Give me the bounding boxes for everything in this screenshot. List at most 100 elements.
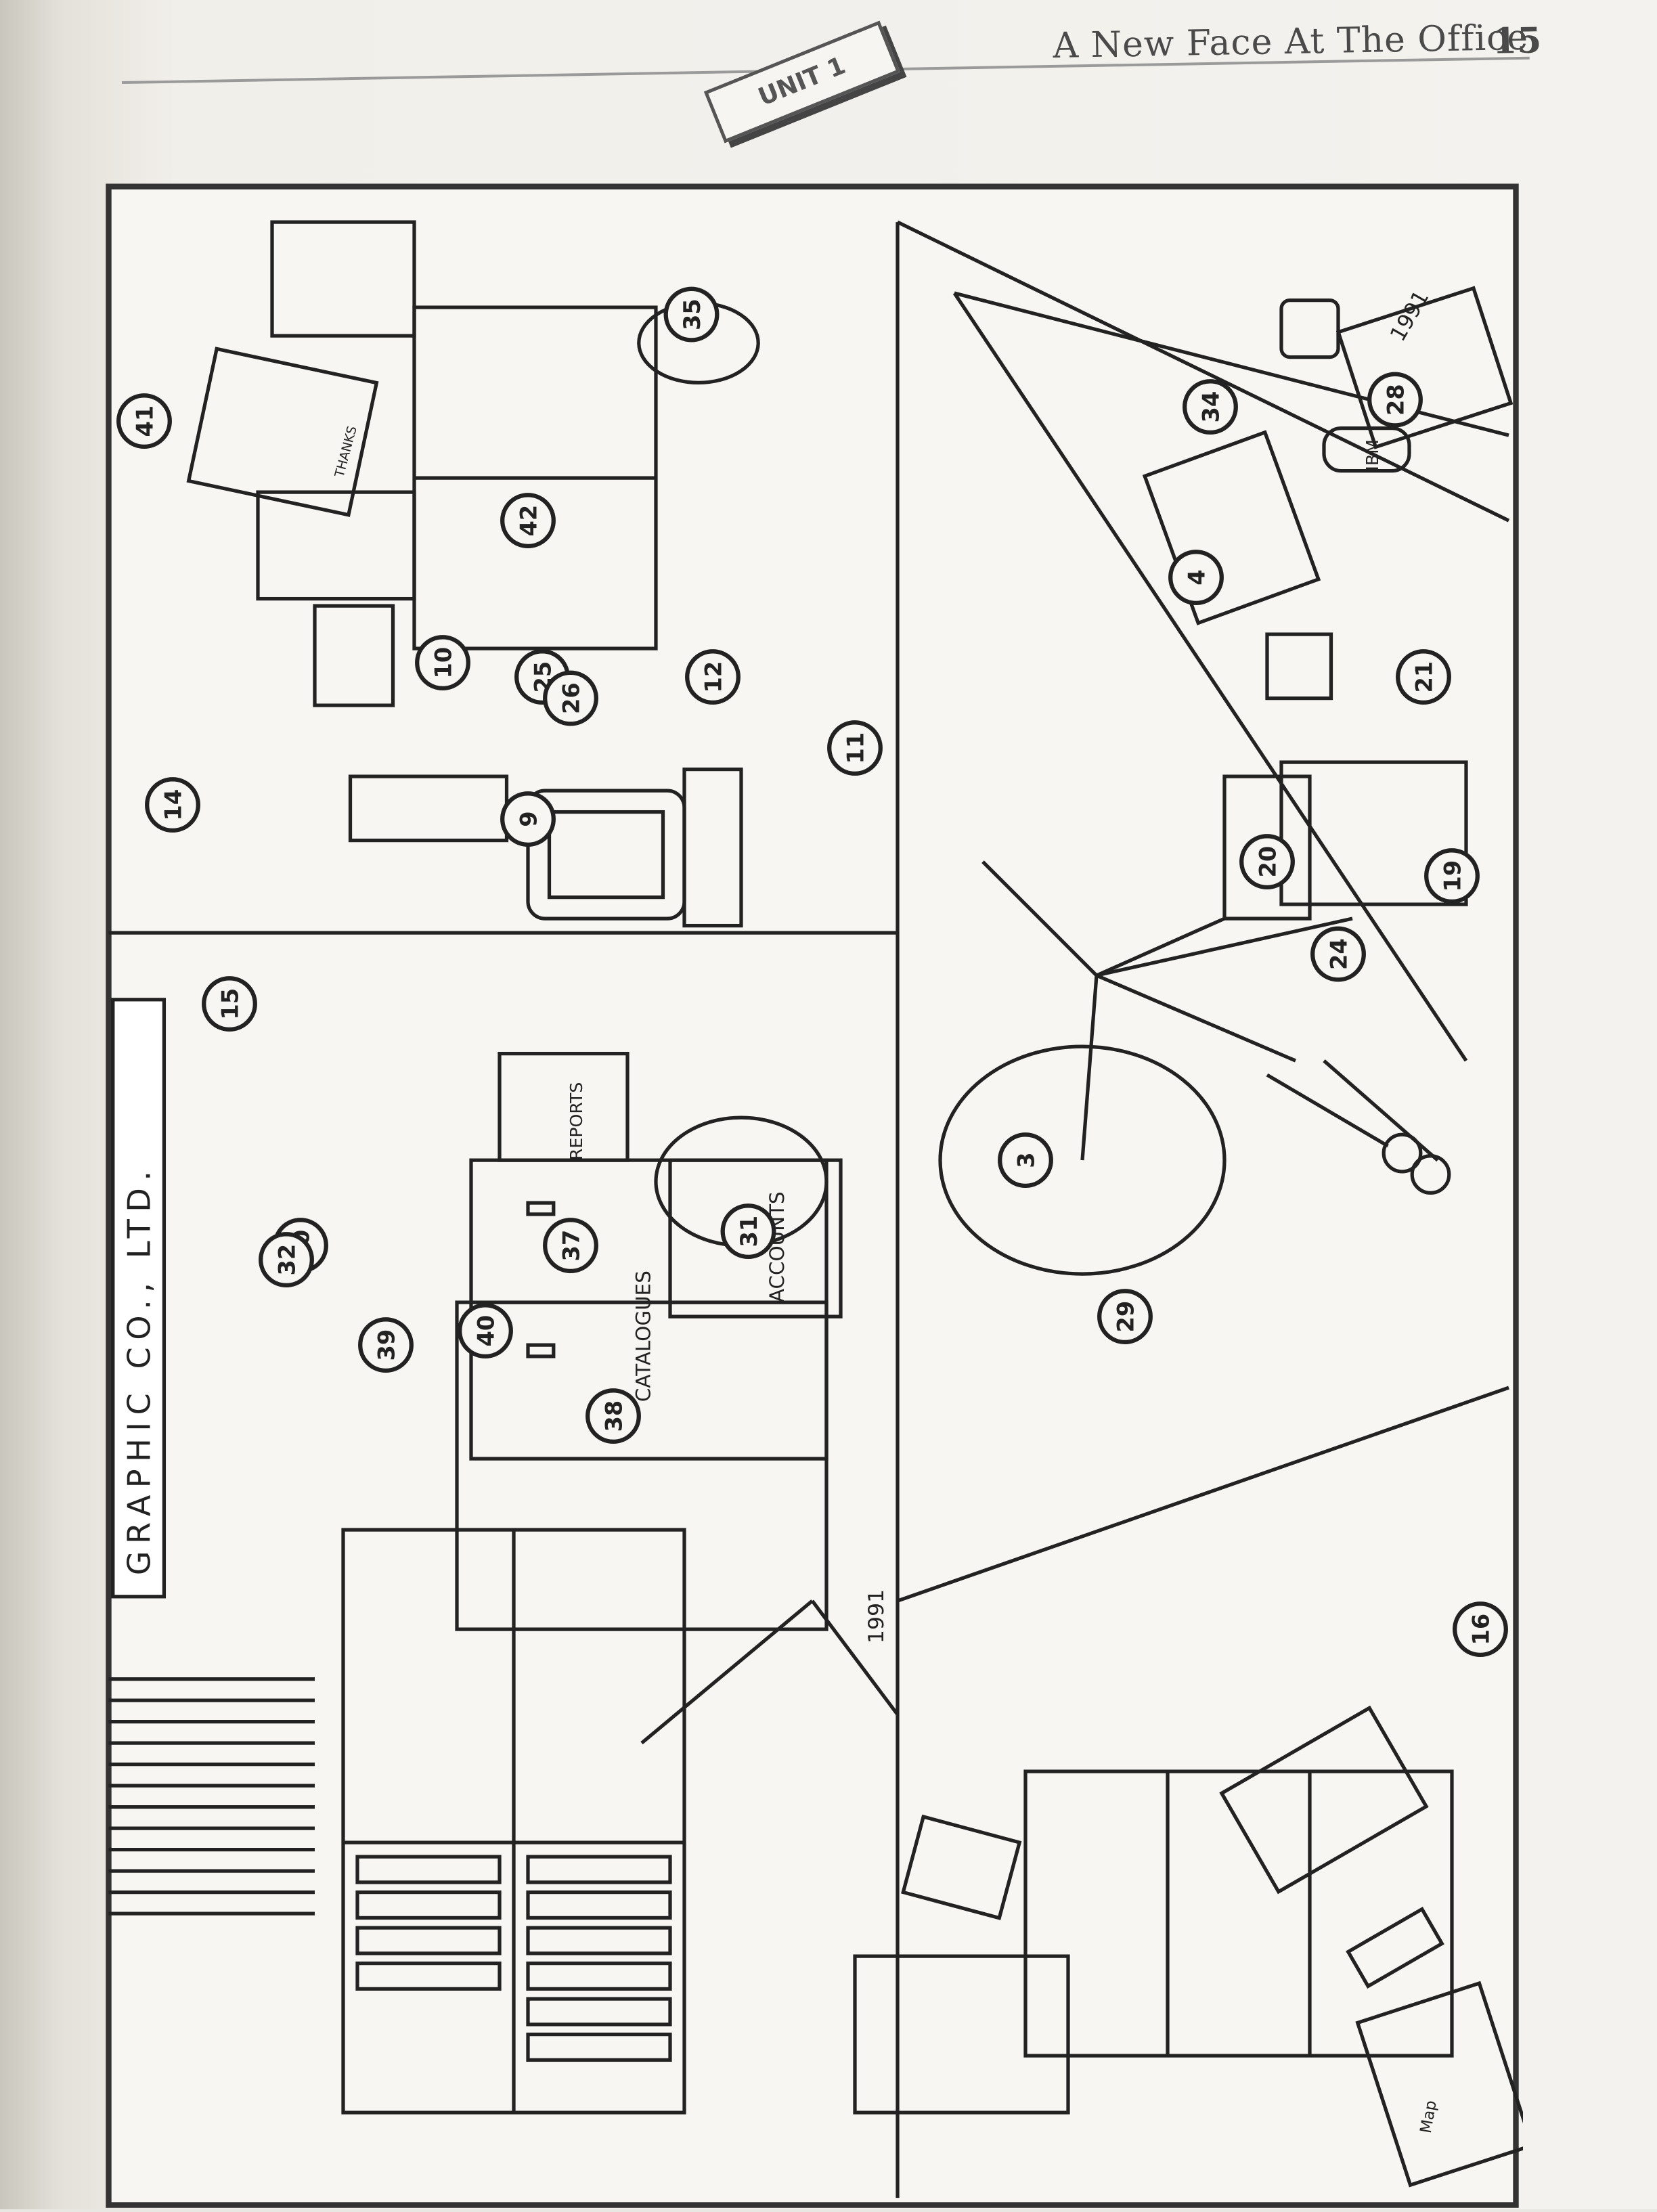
callout-circle [998,1132,1053,1189]
reports-label: REPORTS [567,1082,586,1160]
callout-number: 24 [1326,938,1352,970]
ibm-text: IBM [1363,439,1382,470]
callout-16: 16 [1453,1601,1508,1658]
callout-11: 11 [827,720,883,776]
callout-number: 41 [132,405,158,437]
window-blinds [108,1677,315,1916]
stapler [1346,1906,1444,1989]
callout-circle [259,1232,314,1288]
callout-number: 34 [1198,391,1224,423]
callout-number: 32 [274,1244,301,1276]
callout-circle [1097,1289,1153,1345]
callout-number: 37 [558,1230,585,1262]
typewriter [853,1954,1070,2115]
callout-21: 21 [1396,649,1451,705]
callout-number: 38 [601,1400,627,1432]
fax-machine [270,220,416,338]
document-papers [1279,760,1468,906]
reports-tray [498,1051,629,1162]
ibm-box [1322,426,1411,473]
scissors [1382,1132,1423,1174]
callout-15: 15 [202,976,257,1032]
callout-circle [1453,1601,1508,1658]
callout-41: 41 [116,393,172,449]
catalogues-label: CATALOGUES [632,1270,655,1402]
callout-12: 12 [685,649,741,705]
callout-number: 16 [1468,1614,1495,1645]
callout-10: 10 [415,635,470,691]
in-tray [1265,632,1333,701]
callout-circle [543,670,598,726]
callout-32: 32 [259,1232,314,1288]
callout-number: 20 [1255,846,1281,878]
callout-number: 31 [736,1216,762,1247]
callout-circle [1424,848,1480,904]
map-newspaper [1355,1981,1534,2188]
callout-number: 12 [701,661,727,693]
callout-number: 19 [1440,860,1466,892]
callout-14: 14 [145,777,200,833]
callout-19: 19 [1424,848,1480,904]
callout-31: 31 [720,1203,776,1260]
books [355,1855,672,2062]
callout-circle [1239,834,1295,890]
callout-number: 14 [160,789,187,821]
memo-sheet [1219,1705,1429,1895]
callout-circle [500,791,556,847]
callout-4: 4 [1168,550,1224,606]
callout-number: 11 [843,732,869,764]
pen-holder [1279,298,1340,359]
office-illustration: GRAPHIC CO., LTD. CATALOGUES ACCOUNTS RE… [102,179,1657,2209]
desk-drawers [1023,1769,1454,2058]
callout-circle [1367,372,1423,428]
callout-number: 29 [1113,1301,1139,1333]
callout-24: 24 [1310,926,1366,982]
callout-26: 26 [543,670,598,726]
callout-circle [1168,550,1224,606]
wall-pictures [313,604,395,707]
unit-badge: UNIT 1 [703,20,901,143]
callout-number: 28 [1383,384,1409,416]
callout-35: 35 [663,286,720,342]
accounts-drawer [668,1158,843,1319]
illustration-frame [106,183,1519,2208]
callout-42: 42 [500,493,556,549]
office-chair-seat [938,1044,1227,1276]
callout-34: 34 [1183,379,1238,435]
callout-9: 9 [500,791,556,847]
callout-28: 28 [1367,372,1423,428]
thanks-card [186,347,379,517]
callout-number: 39 [374,1329,400,1361]
wall-calendar-year: 1991 [864,1589,889,1643]
callout-37: 37 [543,1218,598,1274]
callout-3: 3 [998,1132,1053,1189]
callout-circle [500,493,556,549]
callout-circle [1310,926,1366,982]
callout-number: 15 [217,988,244,1020]
callout-number: 9 [516,811,542,826]
callout-circle [358,1317,414,1373]
callout-29: 29 [1097,1289,1153,1345]
callout-circle [145,777,200,833]
callout-number: 26 [558,682,585,714]
callout-40: 40 [458,1303,513,1359]
page-header-title: A New Face At The Office [1053,17,1529,66]
callout-number: 40 [473,1315,500,1347]
callout-circle [720,1203,776,1260]
desk-lamp [640,1599,814,1745]
photo-frame [1142,430,1321,625]
callout-number: 3 [1013,1152,1040,1168]
company-sign-text: GRAPHIC CO., LTD. [120,1164,157,1575]
page-number: 15 [1492,20,1542,62]
callout-circle [827,720,883,776]
callout-circle [1396,649,1451,705]
wall-calendar-notes [256,490,416,601]
desk-calendar-1991 [1335,286,1514,449]
callout-circle [586,1388,641,1444]
callout-circle [543,1218,598,1274]
company-sign [111,998,167,1599]
blotter [1222,774,1312,921]
callout-circle [663,286,720,342]
callout-circle [1183,379,1238,435]
